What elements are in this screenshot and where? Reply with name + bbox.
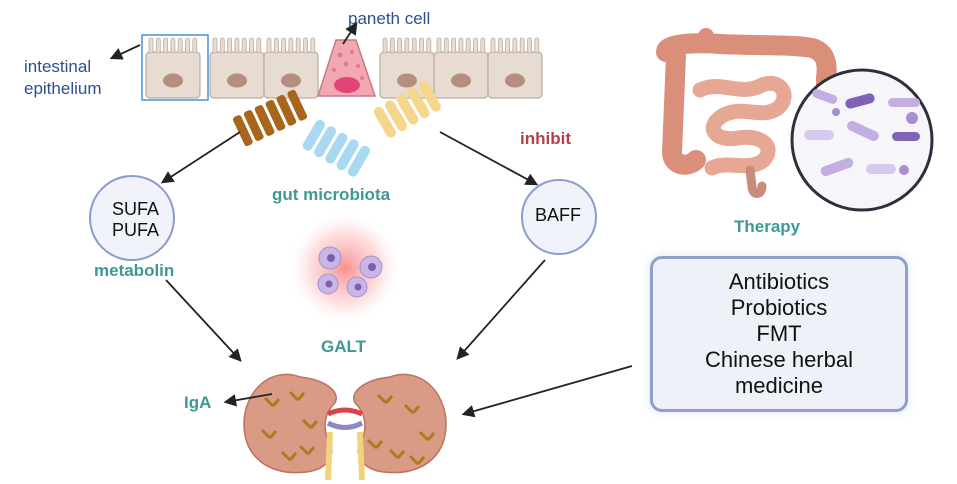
sufa-label: SUFA — [112, 199, 160, 219]
arrow-baff-to-kidney — [456, 259, 546, 360]
metabolin-label: metabolin — [94, 261, 175, 280]
sufa-pufa-node — [89, 175, 175, 261]
arrow-microbiota-to-metabolin — [160, 131, 241, 184]
arrow-to-epithelium-label — [109, 44, 141, 60]
epithelial-cell — [263, 37, 319, 99]
baff-label: BAFF — [535, 205, 582, 225]
arrow-microbiota-to-baff — [439, 131, 539, 186]
flow-arrows — [109, 21, 633, 418]
arrow-therapy-to-kidney — [461, 365, 633, 418]
arrow-metabolin-to-kidney — [165, 279, 242, 362]
therapy-item: medicine — [734, 373, 824, 398]
therapy-options-box: Antibiotics Probiotics FMT Chinese herba… — [650, 256, 908, 412]
bacteria-yellow-icon — [373, 80, 441, 138]
intestinal-label-line2: epithelium — [24, 79, 102, 98]
paneth-cell-label: paneth cell — [348, 9, 431, 28]
gut-microbiota-bacteria — [232, 80, 441, 177]
inhibit-label: inhibit — [520, 129, 571, 148]
intestinal-epithelium — [141, 34, 543, 101]
bacteria-brown-icon — [232, 89, 308, 147]
gut-microbiota-label: gut microbiota — [272, 185, 391, 204]
pufa-label: PUFA — [112, 220, 160, 240]
therapy-item: Chinese herbal — [705, 347, 853, 372]
iga-label: IgA — [184, 393, 212, 412]
epithelial-cell — [145, 37, 201, 99]
kidneys-illustration — [243, 373, 447, 481]
highlighted-cell-outline — [141, 34, 209, 101]
microbiota-magnifier — [790, 68, 934, 212]
bacteria-blue-icon — [302, 119, 370, 177]
epithelial-cell — [487, 37, 543, 99]
baff-node — [521, 179, 597, 255]
arrow-to-paneth-label — [342, 21, 358, 45]
paneth-cell — [316, 39, 377, 97]
therapy-item: Antibiotics — [728, 269, 830, 294]
arrow-to-iga-label — [223, 393, 273, 407]
galt-label: GALT — [321, 337, 367, 356]
intestinal-label-line1: intestinal — [24, 57, 92, 76]
therapy-label: Therapy — [734, 217, 801, 236]
galt-immune-cells — [287, 210, 403, 326]
therapy-item: FMT — [756, 321, 802, 346]
epithelial-cell — [209, 37, 265, 99]
therapy-item: Probiotics — [730, 295, 828, 320]
epithelial-cell — [433, 37, 489, 99]
